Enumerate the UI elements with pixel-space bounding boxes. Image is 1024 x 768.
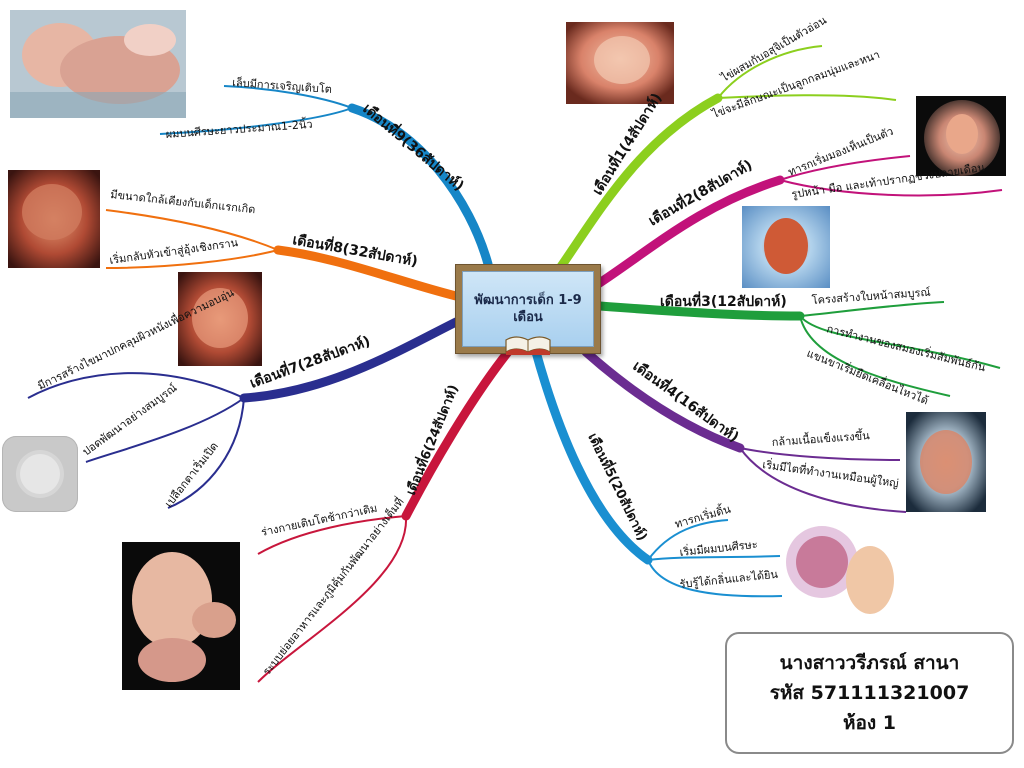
- detail-month-7-2: ปอดพัฒนาอย่างสมบูรณ์: [80, 381, 179, 458]
- book-icon: [505, 336, 551, 355]
- branch-month-6-line: [401, 347, 513, 521]
- detail-month-1-2: ไข่จะมีลักษณะเป็นลูกกลมนุ่มและหนา: [709, 47, 881, 121]
- detail-month-7-3: เปลือกตาเริ่มเปิด: [161, 438, 221, 509]
- branch-month-1-line: [555, 93, 723, 273]
- detail-month-4-1: กล้ามเนื้อแข็งแรงขึ้น: [771, 427, 870, 449]
- assistive-touch-icon: [20, 454, 60, 494]
- center-node-board: พัฒนาการเด็ก 1-9 เดือน: [462, 271, 594, 347]
- branch-month-7-line: [239, 317, 461, 403]
- photo-newborn: [10, 10, 186, 118]
- center-node[interactable]: พัฒนาการเด็ก 1-9 เดือน: [455, 264, 601, 354]
- center-title: พัฒนาการเด็ก 1-9 เดือน: [474, 293, 582, 325]
- photo-month-1: [566, 22, 674, 104]
- branch-month-2-line: [593, 175, 785, 289]
- branch-label-month-9: เดือนที่9(36สัปดาห์): [359, 99, 468, 195]
- photo-month-2b: [742, 206, 830, 288]
- detail-month-5-3: รับรู้ได้กลิ่นและได้ยิน: [679, 566, 779, 591]
- detail-month-2-1: ทารกเริ่มมองเห็นเป็นตัว: [786, 123, 896, 179]
- photo-month-6: [122, 542, 240, 690]
- detail-month-5-1: ทารกเริ่มดิ้น: [673, 500, 733, 530]
- detail-month-9-1: เล็บมีการเจริญเติบโต: [232, 75, 333, 96]
- branch-month-8-line: [273, 245, 461, 301]
- photo-month-4: [906, 412, 986, 512]
- author-room: ห้อง 1: [842, 712, 897, 734]
- detail-month-8-2: เริ่มกลับหัวเข้าสู่อุ้งเชิงกราน: [108, 234, 239, 267]
- detail-month-5-2: เริ่มมีผมบนศีรษะ: [679, 536, 759, 559]
- photo-month-8: [8, 170, 100, 268]
- branch-month-5-line: [531, 347, 653, 565]
- assistive-touch-button[interactable]: [2, 436, 78, 512]
- detail-month-8-1: มีขนาดใกล้เคียงกับเด็กแรกเกิด: [110, 187, 256, 216]
- detail-month-4-2: เริ่มมีไตที่ทำงานเหมือนผู้ใหญ่: [762, 456, 900, 490]
- detail-month-9-2: ผมบนศีรษะยาวประมาณ1-2นิ้ว: [165, 116, 313, 141]
- photo-month-5: [786, 524, 898, 616]
- branch-label-month-3: เดือนที่3(12สัปดาห์): [660, 291, 787, 310]
- author-code: รหัส 571111321007: [769, 682, 970, 704]
- author-info-box: นางสาววรีภรณ์ สานา รหัส 571111321007 ห้อ…: [725, 632, 1014, 754]
- author-name: นางสาววรีภรณ์ สานา: [779, 652, 960, 674]
- branch-month-3-line: [595, 301, 805, 321]
- main-branches: [239, 93, 805, 565]
- branch-month-4-line: [581, 347, 745, 453]
- detail-month-6-1: ร่างกายเติบโตช้ากว่าเดิม: [260, 501, 379, 539]
- photo-month-7: [178, 272, 262, 366]
- photo-month-2: [916, 96, 1006, 176]
- branch-month-9-line: [347, 103, 493, 269]
- sub-branches: [27, 45, 1003, 683]
